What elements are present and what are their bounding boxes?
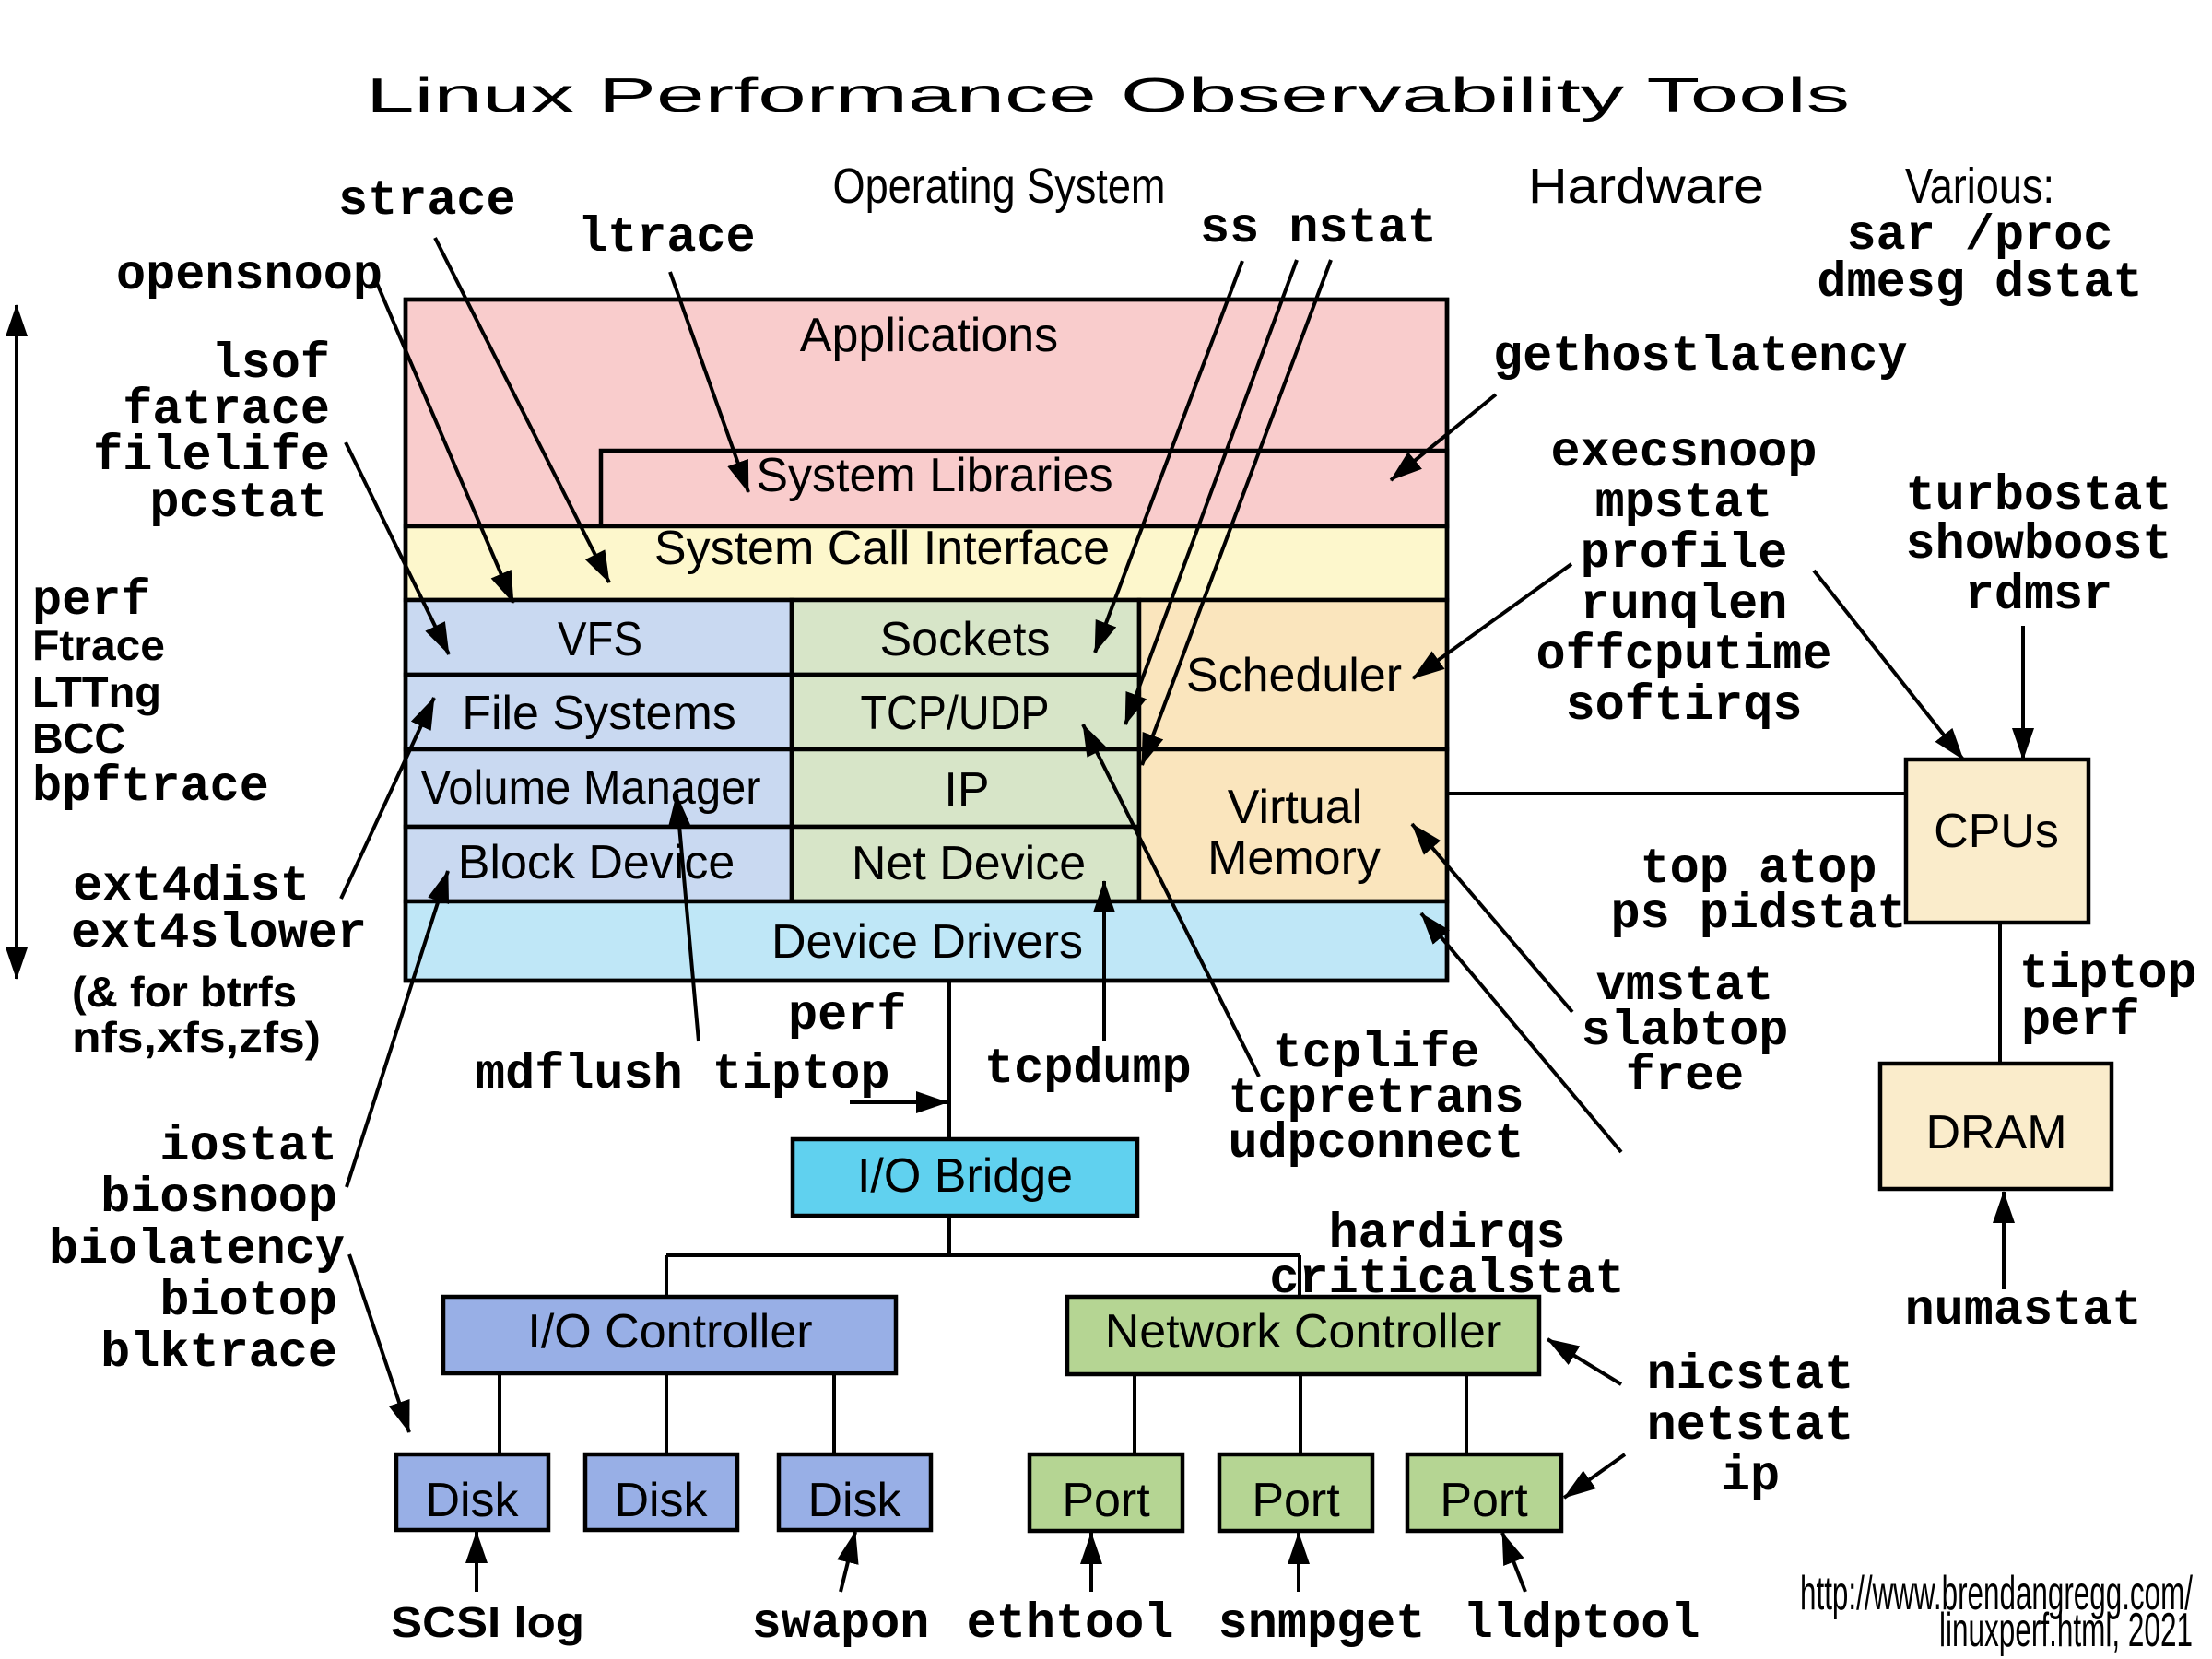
- svg-text:Disk: Disk: [425, 1474, 519, 1527]
- svg-text:Net Device: Net Device: [852, 837, 1086, 890]
- svg-text:slabtop: slabtop: [1582, 1004, 1789, 1060]
- svg-text:Memory: Memory: [1207, 831, 1381, 885]
- svg-text:vmstat: vmstat: [1596, 959, 1774, 1015]
- svg-text:Sockets: Sockets: [880, 613, 1051, 666]
- svg-text:top atop: top atop: [1641, 841, 1877, 898]
- svg-text:Ftrace: Ftrace: [32, 621, 165, 669]
- svg-text:numastat: numastat: [1905, 1283, 2142, 1339]
- svg-text:ext4slower: ext4slower: [71, 906, 367, 962]
- svg-text:Block Device: Block Device: [458, 836, 735, 889]
- svg-text:Virtual: Virtual: [1228, 781, 1362, 834]
- svg-text:sar /proc: sar /proc: [1847, 208, 2113, 265]
- svg-text:perf: perf: [2021, 994, 2139, 1050]
- svg-text:showboost: showboost: [1906, 517, 2172, 573]
- svg-text:biotop: biotop: [159, 1274, 337, 1330]
- svg-text:filelife: filelife: [93, 429, 330, 485]
- svg-text:iostat: iostat: [159, 1119, 337, 1175]
- svg-text:profile: profile: [1581, 526, 1788, 582]
- svg-text:netstat: netstat: [1647, 1398, 1854, 1454]
- svg-text:Disk: Disk: [614, 1474, 708, 1527]
- svg-text:Hardware: Hardware: [1528, 159, 1764, 214]
- svg-text:ip: ip: [1721, 1449, 1780, 1505]
- svg-text:ethtool: ethtool: [967, 1596, 1174, 1653]
- svg-text:IP: IP: [944, 763, 989, 817]
- svg-text:Port: Port: [1062, 1474, 1150, 1527]
- svg-text:criticalstat: criticalstat: [1269, 1252, 1624, 1308]
- svg-text:File Systems: File Systems: [462, 687, 736, 740]
- svg-text:ss nstat: ss nstat: [1200, 201, 1437, 257]
- svg-text:fatrace: fatrace: [123, 382, 330, 439]
- svg-text:Port: Port: [1252, 1474, 1340, 1527]
- svg-text:udpconnect: udpconnect: [1228, 1116, 1524, 1172]
- svg-text:Device Drivers: Device Drivers: [771, 915, 1083, 969]
- svg-text:softirqs: softirqs: [1566, 678, 1803, 735]
- svg-text:CPUs: CPUs: [1934, 805, 2059, 858]
- svg-text:Applications: Applications: [800, 309, 1058, 362]
- svg-text:perf: perf: [32, 573, 150, 629]
- svg-text:System Call Interface: System Call Interface: [654, 522, 1110, 575]
- svg-text:DRAM: DRAM: [1925, 1106, 2066, 1159]
- svg-text:nicstat: nicstat: [1647, 1347, 1854, 1404]
- svg-text:VFS: VFS: [558, 613, 642, 666]
- svg-text:I/O Bridge: I/O Bridge: [857, 1149, 1073, 1203]
- svg-text:strace: strace: [338, 173, 516, 229]
- svg-text:tcpretrans: tcpretrans: [1228, 1071, 1524, 1127]
- svg-text:(& for btrfs: (& for btrfs: [72, 968, 297, 1016]
- svg-text:mpstat: mpstat: [1595, 476, 1773, 532]
- svg-text:BCC: BCC: [32, 714, 125, 762]
- svg-text:Network Controller: Network Controller: [1105, 1305, 1502, 1359]
- svg-text:Port: Port: [1440, 1474, 1528, 1527]
- svg-text:tiptop: tiptop: [2019, 947, 2197, 1003]
- svg-text:Linux Performance Observabilit: Linux Performance Observability Tools: [366, 69, 1850, 123]
- svg-text:biolatency: biolatency: [49, 1222, 345, 1278]
- svg-text:nfs,xfs,zfs): nfs,xfs,zfs): [72, 1013, 321, 1061]
- svg-text:blktrace: blktrace: [100, 1325, 337, 1382]
- svg-text:linuxperf.html, 2021: linuxperf.html, 2021: [1939, 1604, 2193, 1657]
- svg-text:ext4dist: ext4dist: [73, 859, 310, 915]
- svg-text:snmpget: snmpget: [1218, 1596, 1426, 1653]
- svg-text:Disk: Disk: [807, 1474, 901, 1527]
- svg-text:biosnoop: biosnoop: [100, 1171, 337, 1227]
- svg-text:runqlen: runqlen: [1581, 577, 1788, 633]
- svg-text:Operating System: Operating System: [833, 159, 1166, 214]
- svg-text:opensnoop: opensnoop: [116, 248, 382, 304]
- svg-text:swapon: swapon: [752, 1596, 930, 1653]
- svg-text:Volume Manager: Volume Manager: [421, 761, 761, 815]
- svg-text:TCP/UDP: TCP/UDP: [861, 687, 1050, 740]
- svg-text:tcpdump: tcpdump: [984, 1041, 1192, 1098]
- svg-text:rdmsr: rdmsr: [1965, 568, 2113, 624]
- svg-text:offcputime: offcputime: [1535, 628, 1831, 684]
- svg-text:LTTng: LTTng: [32, 668, 161, 716]
- svg-text:turbostat: turbostat: [1906, 468, 2172, 524]
- svg-text:perf: perf: [788, 988, 906, 1044]
- svg-text:tcplife: tcplife: [1273, 1026, 1480, 1082]
- svg-text:lsof: lsof: [212, 336, 330, 393]
- svg-text:System Libraries: System Libraries: [756, 449, 1112, 502]
- svg-text:dmesg dstat: dmesg dstat: [1817, 255, 2142, 312]
- svg-text:lldptool: lldptool: [1464, 1596, 1700, 1653]
- svg-text:execsnoop: execsnoop: [1551, 425, 1818, 481]
- svg-text:Scheduler: Scheduler: [1186, 649, 1402, 702]
- svg-text:hardirqs: hardirqs: [1329, 1206, 1566, 1263]
- svg-text:free: free: [1626, 1049, 1744, 1105]
- svg-text:http://www.brendangregg.com/: http://www.brendangregg.com/: [1800, 1567, 2193, 1620]
- svg-text:ps pidstat: ps pidstat: [1610, 887, 1906, 943]
- svg-text:gethostlatency: gethostlatency: [1493, 329, 1907, 385]
- svg-text:bpftrace: bpftrace: [32, 759, 269, 816]
- svg-text:pcstat: pcstat: [149, 476, 327, 532]
- svg-text:mdflush tiptop: mdflush tiptop: [476, 1047, 889, 1103]
- svg-text:ltrace: ltrace: [578, 210, 756, 266]
- svg-text:Various:: Various:: [1905, 159, 2054, 214]
- svg-text:I/O Controller: I/O Controller: [527, 1305, 812, 1359]
- svg-text:SCSI log: SCSI log: [391, 1598, 584, 1646]
